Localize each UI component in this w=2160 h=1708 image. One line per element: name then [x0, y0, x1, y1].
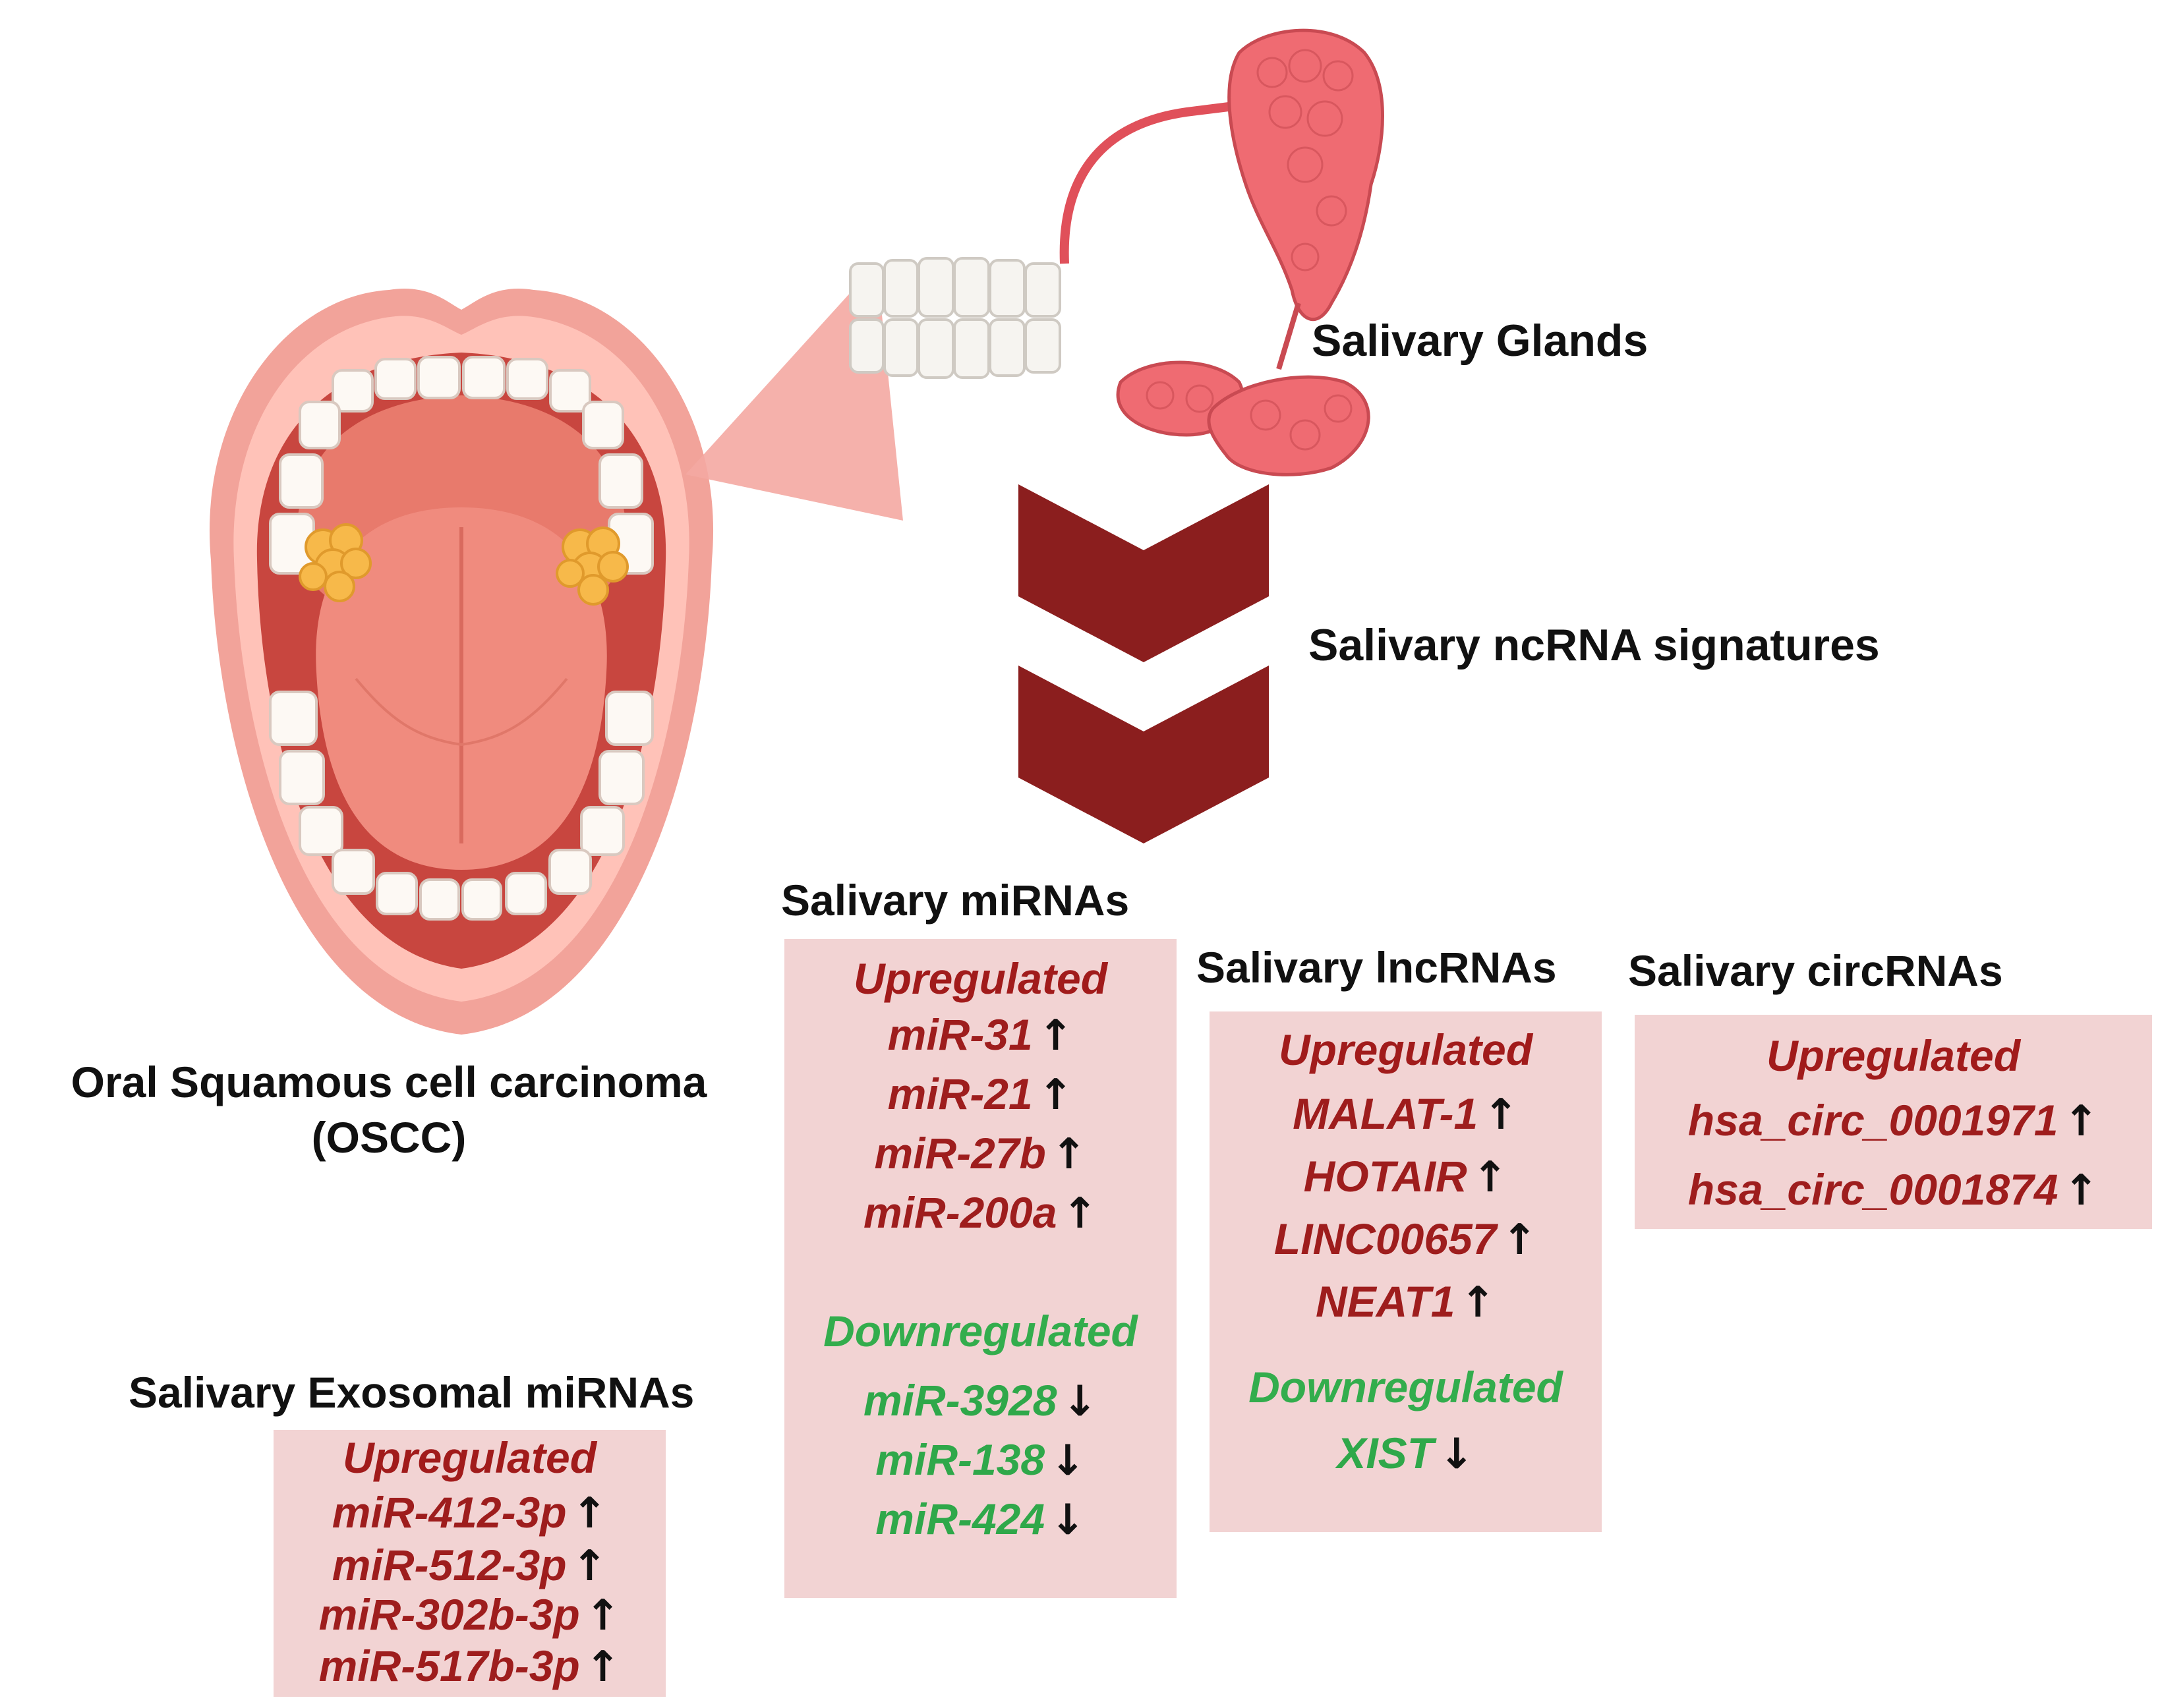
- oscc-label: Oral Squamous cell carcinoma (OSCC): [13, 1054, 765, 1165]
- open-mouth-illustration: [209, 288, 714, 1035]
- arrow-down-icon: ↓: [1050, 1496, 1086, 1545]
- salivary-glands-illustration: [849, 28, 1384, 476]
- arrow-up-icon: ↑: [1037, 1011, 1074, 1060]
- mirna-up-header: Upregulated: [853, 954, 1108, 1003]
- exosomal-up-header: Upregulated: [342, 1433, 597, 1482]
- circrna-up-item: hsa_circ_0001971↑: [1635, 1094, 2152, 1148]
- lncrna-up-item: HOTAIR↑: [1210, 1150, 1602, 1204]
- exosomal-up-item: miR-512-3p↑: [274, 1539, 666, 1593]
- exosomal-up-item: miR-302b-3p↑: [274, 1588, 666, 1642]
- lncrna-up-item: NEAT1↑: [1210, 1275, 1602, 1329]
- lncrna-up-item: LINC00657↑: [1210, 1212, 1602, 1267]
- mirna-box: Upregulated miR-31↑ miR-21↑ miR-27b↑ miR…: [784, 939, 1177, 1598]
- oscc-label-line1: Oral Squamous cell carcinoma: [71, 1058, 707, 1106]
- circrna-up-header: Upregulated: [1766, 1031, 2021, 1080]
- lncrna-down-header: Downregulated: [1248, 1363, 1563, 1411]
- arrow-up-icon: ↑: [1483, 1091, 1519, 1139]
- mirna-down-item: miR-3928↓: [784, 1374, 1177, 1428]
- arrow-up-icon: ↑: [2063, 1097, 2099, 1146]
- lncrna-up-item: MALAT-1↑: [1210, 1087, 1602, 1141]
- mirna-down-item: miR-424↓: [784, 1493, 1177, 1547]
- mirna-down-header: Downregulated: [823, 1307, 1138, 1355]
- lncrna-box: Upregulated MALAT-1↑ HOTAIR↑ LINC00657↑ …: [1210, 1011, 1602, 1532]
- arrow-down-icon: ↓: [1439, 1430, 1474, 1479]
- exosomal-box: Upregulated miR-412-3p↑ miR-512-3p↑ miR-…: [274, 1430, 666, 1697]
- salivary-glands-label: Salivary Glands: [1312, 316, 1649, 366]
- arrow-up-icon: ↑: [1472, 1153, 1508, 1202]
- arrow-up-icon: ↑: [2063, 1166, 2099, 1215]
- double-chevron-down-icon: [1018, 484, 1269, 843]
- mirna-down-item: miR-138↓: [784, 1433, 1177, 1487]
- lncrna-title: Salivary lncRNAs: [1196, 943, 1557, 992]
- arrow-up-icon: ↑: [585, 1591, 621, 1640]
- exosomal-up-item: miR-517b-3p↑: [274, 1639, 666, 1694]
- exosomal-title: Salivary Exosomal miRNAs: [129, 1368, 695, 1417]
- arrow-down-icon: ↓: [1062, 1377, 1098, 1426]
- mirna-up-item: miR-27b↑: [784, 1127, 1177, 1181]
- mirna-title: Salivary miRNAs: [781, 876, 1130, 925]
- arrow-up-icon: ↑: [1460, 1278, 1496, 1327]
- arrow-up-icon: ↑: [1037, 1071, 1074, 1120]
- circrna-box: Upregulated hsa_circ_0001971↑ hsa_circ_0…: [1635, 1015, 2152, 1229]
- arrow-up-icon: ↑: [1051, 1130, 1087, 1179]
- lncrna-up-header: Upregulated: [1278, 1025, 1533, 1074]
- zoom-callout-shape: [686, 264, 903, 521]
- circrna-title: Salivary circRNAs: [1628, 946, 2003, 995]
- arrow-up-icon: ↑: [571, 1489, 608, 1538]
- arrow-up-icon: ↑: [585, 1643, 621, 1692]
- arrow-up-icon: ↑: [571, 1542, 608, 1591]
- arrow-down-icon: ↓: [1050, 1437, 1086, 1485]
- circrna-up-item: hsa_circ_0001874↑: [1635, 1163, 2152, 1217]
- arrow-up-icon: ↑: [1502, 1216, 1538, 1265]
- oscc-label-line2: (OSCC): [311, 1113, 467, 1162]
- ncrna-signatures-label: Salivary ncRNA signatures: [1308, 620, 1880, 670]
- mirna-up-item: miR-31↑: [784, 1008, 1177, 1062]
- exosomal-up-item: miR-412-3p↑: [274, 1486, 666, 1540]
- arrow-up-icon: ↑: [1062, 1189, 1098, 1238]
- lncrna-down-item: XIST↓: [1210, 1427, 1602, 1481]
- mirna-up-item: miR-21↑: [784, 1068, 1177, 1122]
- mirna-up-item: miR-200a↑: [784, 1186, 1177, 1240]
